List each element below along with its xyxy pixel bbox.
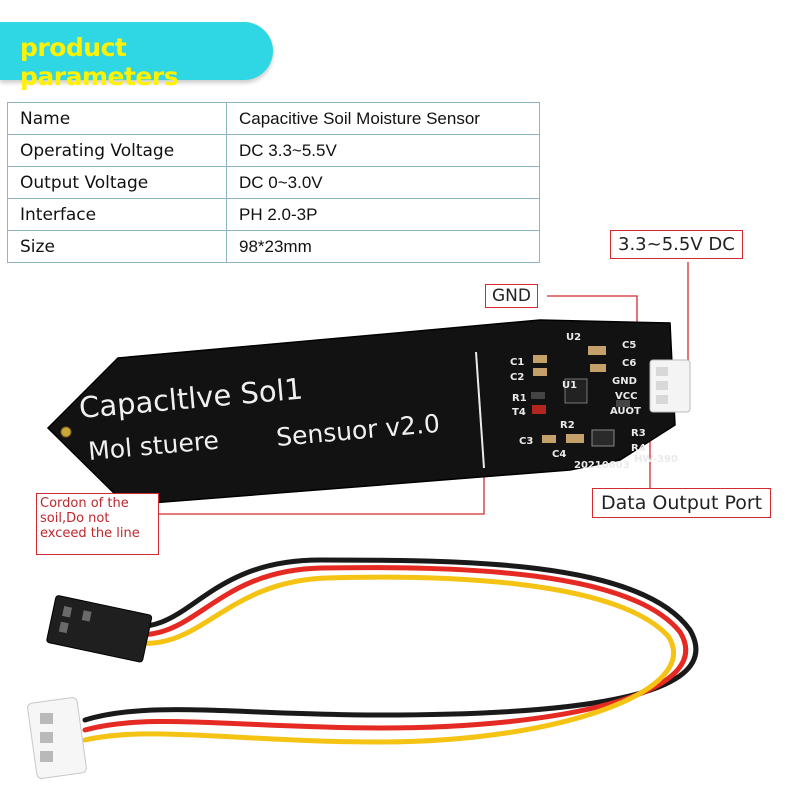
param-value: PH 2.0-3P xyxy=(226,198,540,231)
parameters-table: Name Capacitive Soil Moisture Sensor Ope… xyxy=(7,102,540,263)
resistor-r3-r4-icon xyxy=(591,429,615,447)
callout-cordon-warning: Cordon of the soil,Do not exceed the lin… xyxy=(36,493,159,555)
capacitor-c6-icon xyxy=(590,364,606,372)
connector-pin-icon xyxy=(656,367,668,376)
pin-label-aout: AUOT xyxy=(610,406,641,417)
mounting-hole-icon xyxy=(60,426,72,438)
jumper-cable xyxy=(82,557,699,745)
ref-r4: R4 xyxy=(631,443,646,454)
diode-t4-icon xyxy=(532,405,546,414)
resistor-icon xyxy=(616,400,630,407)
ref-u2: U2 xyxy=(566,332,581,343)
capacitor-c3-icon xyxy=(542,435,556,443)
param-key: Size xyxy=(7,230,227,263)
resistor-r1-icon xyxy=(531,392,545,399)
capacitor-c2-icon xyxy=(533,368,547,376)
board-body xyxy=(46,319,676,506)
ref-t4: T4 xyxy=(512,407,526,418)
ref-c5: C5 xyxy=(622,340,636,351)
dupont-housing-icon xyxy=(46,595,153,663)
product-parameters-banner: product parameters xyxy=(0,22,273,91)
component-labels: U2 C5 C6 C1 C2 U1 R1 T4 R2 C3 R3 R4 C4 G… xyxy=(510,332,678,471)
ref-c2: C2 xyxy=(510,372,524,383)
ref-c4: C4 xyxy=(552,449,566,460)
dupont-pin-icon xyxy=(58,621,69,634)
board-date: 20210603 xyxy=(574,460,630,471)
cordon-line xyxy=(475,351,485,469)
ref-c6: C6 xyxy=(622,358,636,369)
dupont-pin-icon xyxy=(62,606,73,618)
ref-c3: C3 xyxy=(519,436,533,447)
banner-title: product parameters xyxy=(20,33,179,91)
ref-r3: R3 xyxy=(631,428,646,439)
table-row: Interface PH 2.0-3P xyxy=(7,198,540,231)
jst-plug-pin-icon xyxy=(40,732,53,743)
cordon-leader-line xyxy=(152,470,485,515)
jst-plug xyxy=(27,697,87,779)
component-u2-icon xyxy=(588,346,606,355)
dupont-pin-icon xyxy=(81,610,92,622)
dupont-connector xyxy=(46,595,153,663)
capacitor-c1-icon xyxy=(533,355,547,363)
wire-yellow xyxy=(82,574,677,745)
connector-pin-icon xyxy=(656,381,668,390)
jst-plug-pin-icon xyxy=(40,713,53,724)
param-value: Capacitive Soil Moisture Sensor xyxy=(226,102,540,135)
table-row: Operating Voltage DC 3.3~5.5V xyxy=(7,134,540,167)
wire-black xyxy=(82,557,699,723)
ref-u1: U1 xyxy=(562,380,577,391)
board-model: HW-390 xyxy=(634,454,678,465)
connector-pin-icon xyxy=(656,395,668,404)
jst-plug-housing-icon xyxy=(27,697,87,779)
chip-u1-icon xyxy=(564,378,588,404)
table-row: Size 98*23mm xyxy=(7,230,540,263)
ref-r2: R2 xyxy=(560,420,575,431)
capacitor-c4-icon xyxy=(566,434,584,443)
pin-label-vcc: VCC xyxy=(615,391,637,402)
param-key: Output Voltage xyxy=(7,166,227,199)
callout-gnd: GND xyxy=(485,284,538,308)
wire-red xyxy=(82,565,689,733)
ref-r1: R1 xyxy=(512,393,527,404)
param-value: 98*23mm xyxy=(226,230,540,263)
callout-data-output-port: Data Output Port xyxy=(592,488,772,518)
jst-plug-pin-icon xyxy=(40,751,53,762)
ref-c1: C1 xyxy=(510,357,524,368)
board-components xyxy=(531,346,630,447)
callout-vcc: 3.3~5.5V DC xyxy=(610,230,743,259)
sensor-board: Capacltlve Sol1 Mol stuere Sensuor v2.0 … xyxy=(46,319,691,506)
param-value: DC 3.3~5.5V xyxy=(226,134,540,167)
pin-label-gnd: GND xyxy=(612,376,637,387)
